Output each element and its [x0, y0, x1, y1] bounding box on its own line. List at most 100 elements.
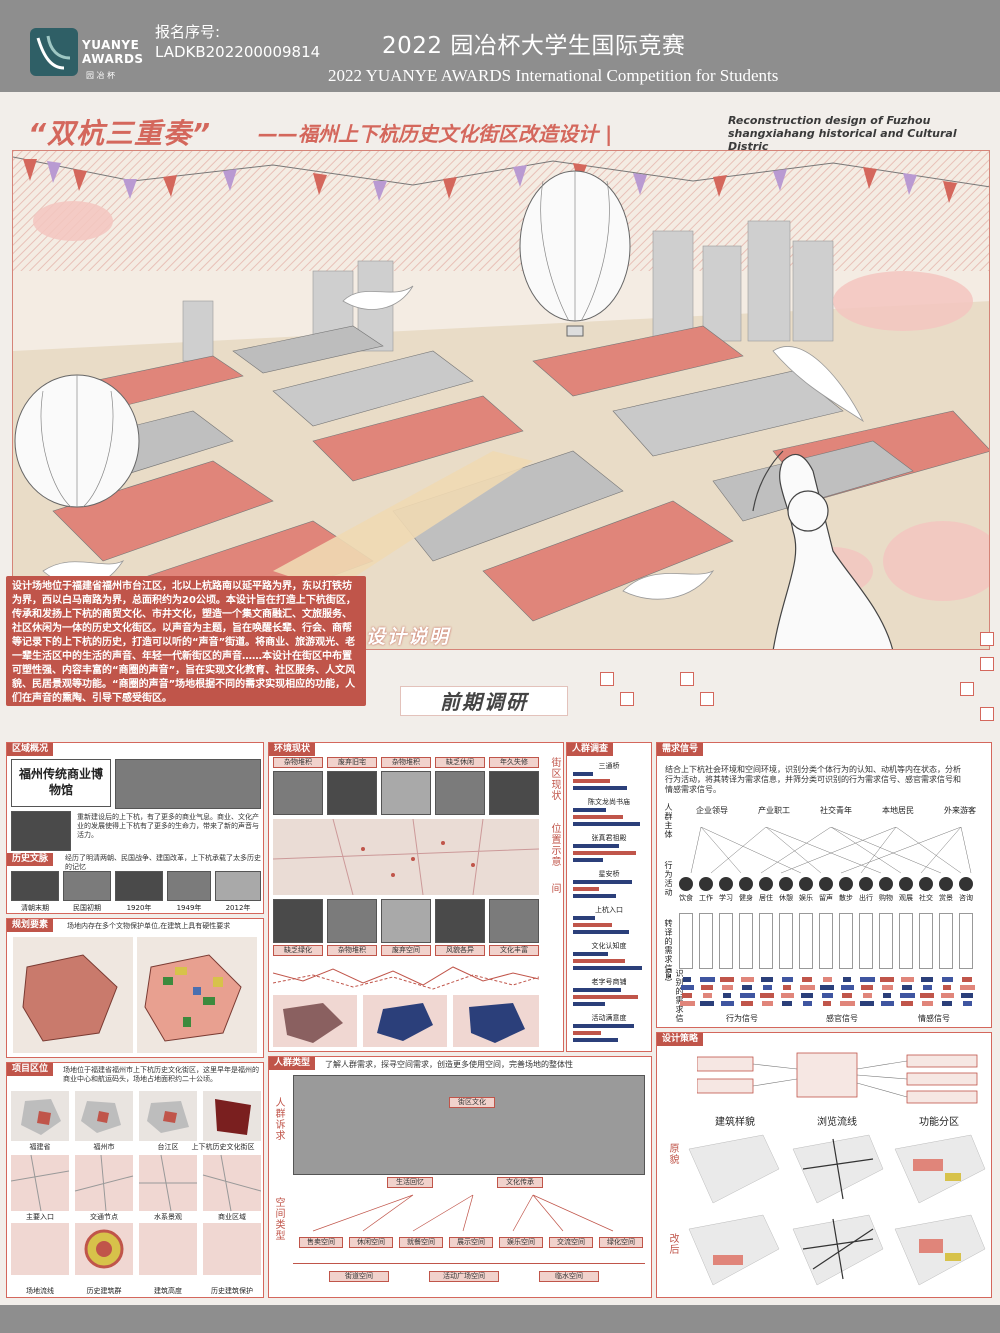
crowd-bar-title: 三通桥 [598, 762, 620, 770]
need-column [899, 913, 913, 969]
activity-label: 观展 [899, 894, 913, 902]
signal-label: 行为信号 [726, 1014, 758, 1023]
strategy-row-label: 原貌 [667, 1143, 678, 1165]
env-top-label: 杂物堆积 [381, 757, 431, 768]
need-column [879, 913, 893, 969]
signal-bar [782, 1001, 792, 1006]
signal-bar [880, 977, 894, 982]
env-photo [327, 899, 377, 943]
panel-crowd-survey: 人群调查 三通桥陈文龙尚书庙张真君祖殿星安桥上杭入口文化认知度老字号商铺活动满意… [566, 742, 652, 1052]
map-label: 场地流线 [26, 1287, 54, 1295]
map-label: 建筑高度 [154, 1287, 182, 1295]
signal-bar [821, 993, 833, 998]
space-type-label: 绿化空间 [599, 1237, 643, 1248]
env-photo [435, 899, 485, 943]
signal-bar [920, 993, 934, 998]
signal-bar [723, 993, 731, 998]
signal-bar [799, 985, 815, 990]
space-type-label: 娱乐空间 [499, 1237, 543, 1248]
need-column [679, 913, 693, 969]
crowd-bar [573, 858, 603, 862]
crowd-bar-title: 活动满意度 [591, 1014, 627, 1022]
need-column [839, 913, 853, 969]
need-column [739, 913, 753, 969]
env-side-label: 位置示意 [549, 823, 560, 867]
signal-bar [742, 985, 752, 990]
demand-user-group: 社交青年 [820, 806, 852, 815]
logo-mark-icon [30, 28, 78, 76]
panel-history-tag: 区域概况 [7, 743, 54, 756]
crowd-bar [573, 786, 627, 790]
space-type-label: 就餐空间 [399, 1237, 443, 1248]
site-location-map [272, 818, 540, 896]
env-photo [273, 899, 323, 943]
poster-title: “双杭三重奏” [28, 117, 212, 150]
signal-bar [720, 977, 734, 982]
crowd-bar-title: 上杭入口 [595, 906, 623, 914]
panel-environment: 环境现状 杂物堆积 废弃旧宅 杂物堆积 缺乏休闲 年久失修 缺乏绿化 杂物堆积 … [268, 742, 564, 1052]
signal-bar [900, 977, 914, 982]
signal-bar [962, 1001, 972, 1006]
crowd-bar [573, 851, 636, 855]
panel-demand-tag: 需求信号 [657, 743, 704, 756]
demand-user-group: 外来游客 [944, 806, 976, 815]
signal-bar [843, 977, 851, 982]
env-photo [381, 899, 431, 943]
signal-bar [961, 993, 973, 998]
crowd-bar [573, 815, 623, 819]
quote-tag: 文化传承 [497, 1177, 543, 1188]
env-photo [489, 899, 539, 943]
registration-info: 报名序号: LADKB202200009814 [155, 22, 320, 62]
map-label: 交通节点 [90, 1213, 118, 1221]
panel-evolution-tag: 历史文脉 [7, 853, 54, 866]
signal-bar [680, 985, 694, 990]
signal-bar [943, 985, 951, 990]
crowd-bar [573, 959, 625, 963]
signal-bar [701, 985, 713, 990]
need-column [939, 913, 953, 969]
activity-label: 饮食 [679, 894, 693, 902]
logo-brand-text: YUANYE AWARDS [82, 38, 144, 66]
map-label: 历史建筑保护 [211, 1287, 253, 1295]
crowd-bar [573, 880, 632, 884]
poster-subtitle: ——福州上下杭历史文化街区改造设计 | [258, 122, 613, 146]
crowd-bar [573, 808, 606, 812]
needs-bottom-label: 街道空间 [329, 1271, 389, 1282]
year-label: 清朝末期 [21, 904, 49, 912]
need-column [919, 913, 933, 969]
crowd-bar [573, 779, 610, 783]
activity-icon [799, 877, 813, 891]
needs-divider [293, 1263, 645, 1264]
signal-bar [820, 985, 834, 990]
panel-environment-tag: 环境现状 [269, 743, 316, 756]
signal-bar [740, 977, 754, 982]
signal-bar [842, 993, 852, 998]
need-column [799, 913, 813, 969]
space-type-label: 休闲空间 [349, 1237, 393, 1248]
signal-bar [940, 993, 954, 998]
env-bottom-label: 杂物堆积 [327, 945, 377, 956]
needs-side-label: 空间类型 [273, 1197, 284, 1241]
section-title-research: 前期调研 [400, 686, 568, 716]
competition-title-en: 2022 YUANYE AWARDS International Competi… [328, 66, 779, 85]
panel-strategy: 设计策略 建筑样貌 浏览流线 功能分区 原貌 改后 [656, 1032, 992, 1298]
crowd-bar-title: 文化认知度 [591, 942, 627, 950]
activity-label: 购物 [879, 894, 893, 902]
activity-icon [759, 877, 773, 891]
signal-bar [781, 977, 793, 982]
panel-needs: 人群类型 了解人群需求，探寻空间需求，创造更多使用空间，完善场地的整体性 人群诉… [268, 1056, 652, 1298]
activity-icon [879, 877, 893, 891]
demand-link-lines [690, 827, 972, 874]
signal-bar [922, 985, 932, 990]
demand-user-group: 企业领导 [696, 806, 728, 815]
signal-bar [802, 977, 812, 982]
needs-side-label: 人群诉求 [273, 1097, 284, 1141]
crowd-bar-title: 星安桥 [598, 870, 620, 878]
needs-bottom-label: 活动广场空间 [429, 1271, 499, 1282]
signal-bar [823, 1001, 831, 1006]
crowd-bar [573, 1002, 605, 1006]
activity-label: 散步 [839, 894, 853, 902]
crowd-bar [573, 988, 621, 992]
listening-figure-graphic [752, 450, 894, 649]
evolution-text: 经历了明清两朝、民国战争、建国改革，上下杭承载了太多历史的记忆 [65, 854, 261, 871]
